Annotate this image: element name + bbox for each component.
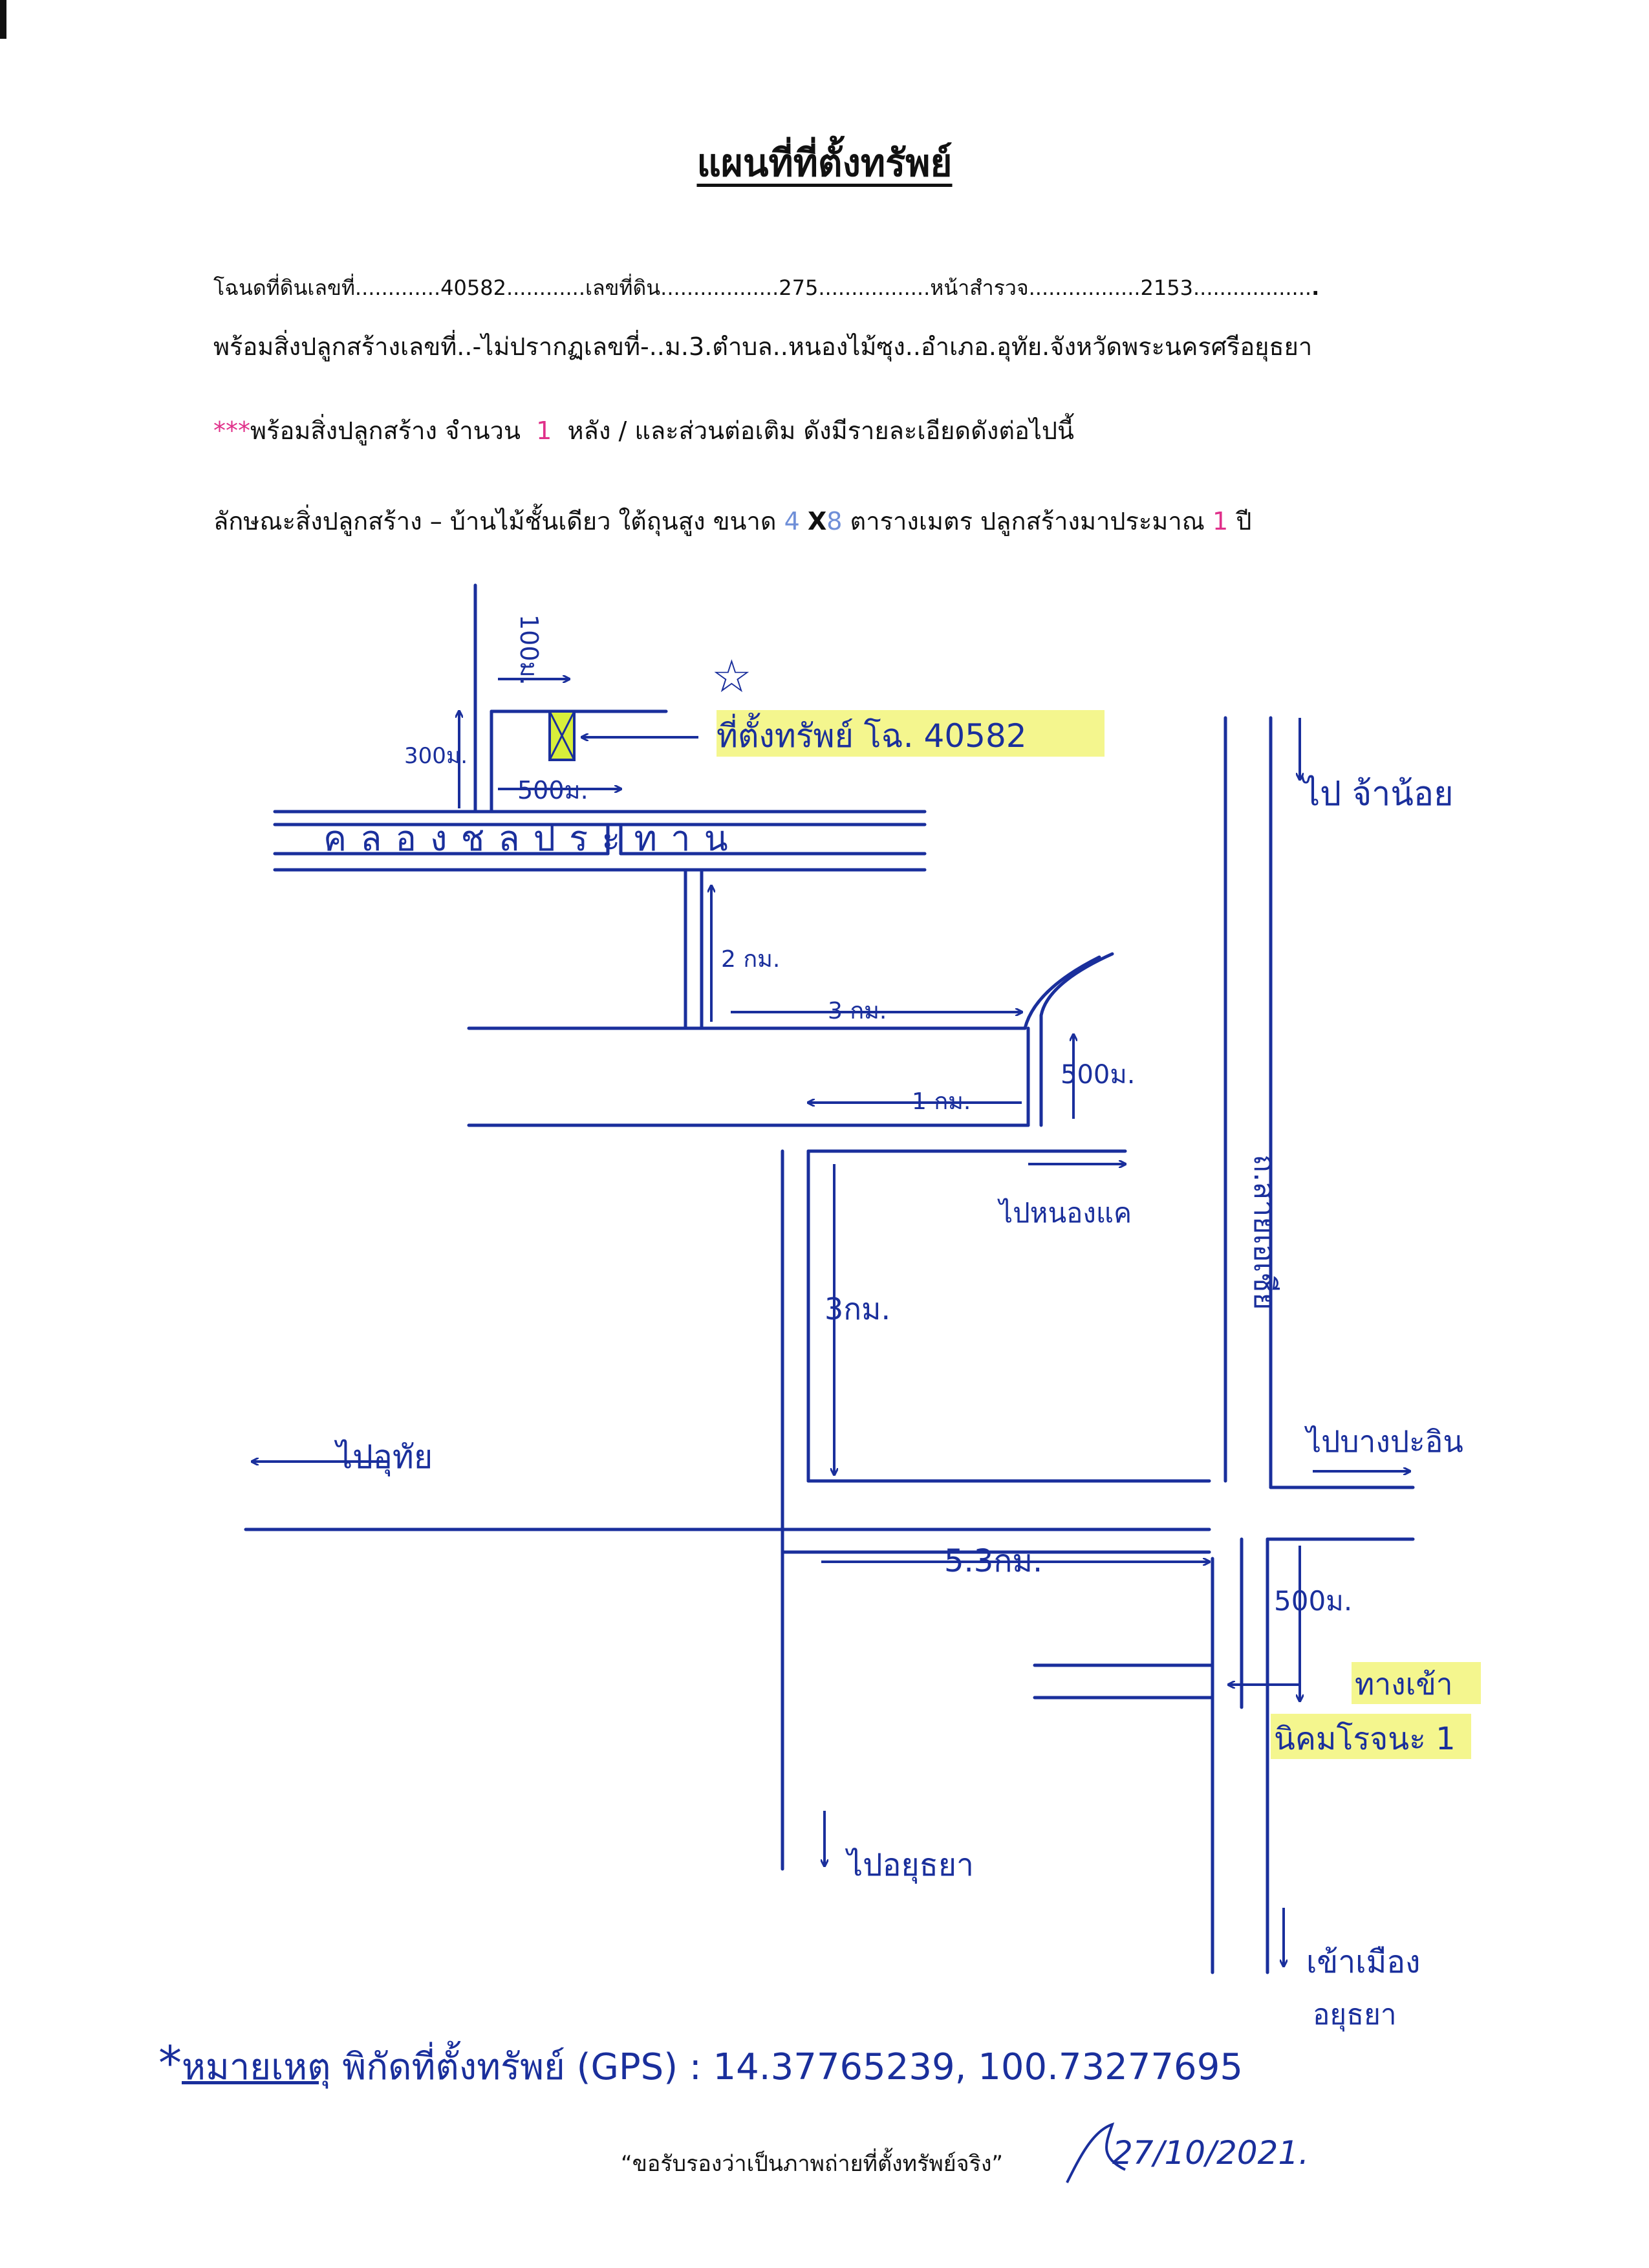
structure-middle: ตารางเมตร ปลูกสร้างมาประมาณ	[850, 507, 1205, 535]
label-3km-h: 3 กม.	[828, 998, 887, 1024]
curved-road-a	[1039, 952, 1114, 1127]
survey-number: 2153	[1140, 275, 1193, 300]
page-title: แผนที่ที่ตั้งทรัพย์	[696, 141, 953, 185]
signature-date: 27/10/2021.	[1112, 2134, 1310, 2172]
structure-line: ลักษณะสิ่งปลูกสร้าง – บ้านไม้ชั้นเดียว ใ…	[213, 501, 1251, 541]
label-300m: 300ม.	[404, 743, 468, 769]
structure-years: 1	[1212, 507, 1229, 535]
building-suffix: หลัง / และส่วนต่อเติม ดังมีรายละเอียดดัง…	[567, 416, 1075, 445]
building-prefix: พร้อมสิ่งปลูกสร้าง จำนวน	[250, 416, 521, 445]
label-nongkhe: ไปหนองแค	[997, 1197, 1132, 1229]
land-number: 275	[779, 275, 819, 300]
note-star: *	[158, 2036, 182, 2090]
survey-label: หน้าสำรวจ	[930, 275, 1029, 300]
structure-prefix: ลักษณะสิ่งปลูกสร้าง – บ้านไม้ชั้นเดียว ใ…	[213, 507, 777, 535]
highway-label: ถ.สายเอเชีย	[1247, 1154, 1282, 1310]
building-stars: ***	[213, 416, 250, 445]
label-1km: 1 กม.	[912, 1088, 971, 1115]
label-bangpa-in: ไปบางปะอิน	[1304, 1424, 1463, 1459]
note-label: หมายเหตุ	[182, 2046, 331, 2088]
property-marker-cross	[548, 711, 576, 761]
signature-mark	[1066, 2122, 1126, 2183]
building-count: 1	[536, 416, 552, 445]
deed-label: โฉนดที่ดินเลขที่	[213, 275, 355, 300]
label-uthai: ไปอุทัย	[334, 1438, 433, 1476]
label-100m: 100ม.	[515, 614, 543, 686]
label-500m-top: 500ม.	[517, 776, 588, 805]
label-5-3km: 5.3กม.	[944, 1543, 1042, 1579]
structure-length: 8	[826, 507, 843, 535]
corner-scan-mark	[0, 0, 6, 39]
property-highlight	[717, 710, 1105, 757]
deed-info-line: โฉนดที่ดินเลขที่.............40582......…	[213, 275, 1320, 300]
label-500m-right: 500ม.	[1274, 1585, 1352, 1617]
label-3km-v: 3กม.	[824, 1291, 890, 1326]
structure-x: X	[807, 507, 827, 535]
label-chaoy: ไป จ้าน้อย	[1300, 775, 1454, 814]
structure-unit: ปี	[1236, 507, 1252, 535]
curved-road-b	[1023, 955, 1101, 1030]
industrial-highlight	[1271, 1714, 1471, 1759]
address-line: พร้อมสิ่งปลูกสร้างเลขที่..-ไม่ปรากฏเลขที…	[213, 332, 1313, 361]
structure-width: 4	[784, 507, 800, 535]
property-label: ที่ตั้งทรัพย์ โฉ. 40582	[717, 713, 1027, 755]
land-no-label: เลขที่ดิน	[585, 275, 661, 300]
label-industrial: นิคมโรจนะ 1	[1274, 1721, 1456, 1757]
canal-label: ค ล อ ง ช ล ป ร ะ ท า น	[323, 818, 729, 859]
certification-text: “ขอรับรองว่าเป็นภาพถ่ายที่ตั้งทรัพย์จริง…	[621, 2151, 1004, 2177]
entrance-highlight	[1352, 1662, 1481, 1704]
gps-note: *หมายเหตุ พิกัดที่ตั้งทรัพย์ (GPS) : 14.…	[158, 2036, 1243, 2095]
deed-number: 40582	[440, 275, 506, 300]
label-entrance: ทางเข้า	[1355, 1667, 1453, 1701]
note-text: พิกัดที่ตั้งทรัพย์ (GPS) : 14.37765239, …	[342, 2046, 1243, 2088]
label-city: เข้าเมือง	[1306, 1944, 1420, 1980]
deed-line-end: .	[1311, 275, 1320, 300]
property-star-icon: ☆	[711, 650, 752, 703]
label-city-name: อยุธยา	[1313, 1998, 1397, 2032]
label-500m-mid: 500ม.	[1061, 1060, 1135, 1090]
label-2km: 2 กม.	[721, 946, 780, 973]
building-line: ***พร้อมสิ่งปลูกสร้าง จำนวน 1 หลัง / และ…	[213, 411, 1074, 450]
label-ayutthaya: ไปอยุธยา	[845, 1847, 974, 1884]
